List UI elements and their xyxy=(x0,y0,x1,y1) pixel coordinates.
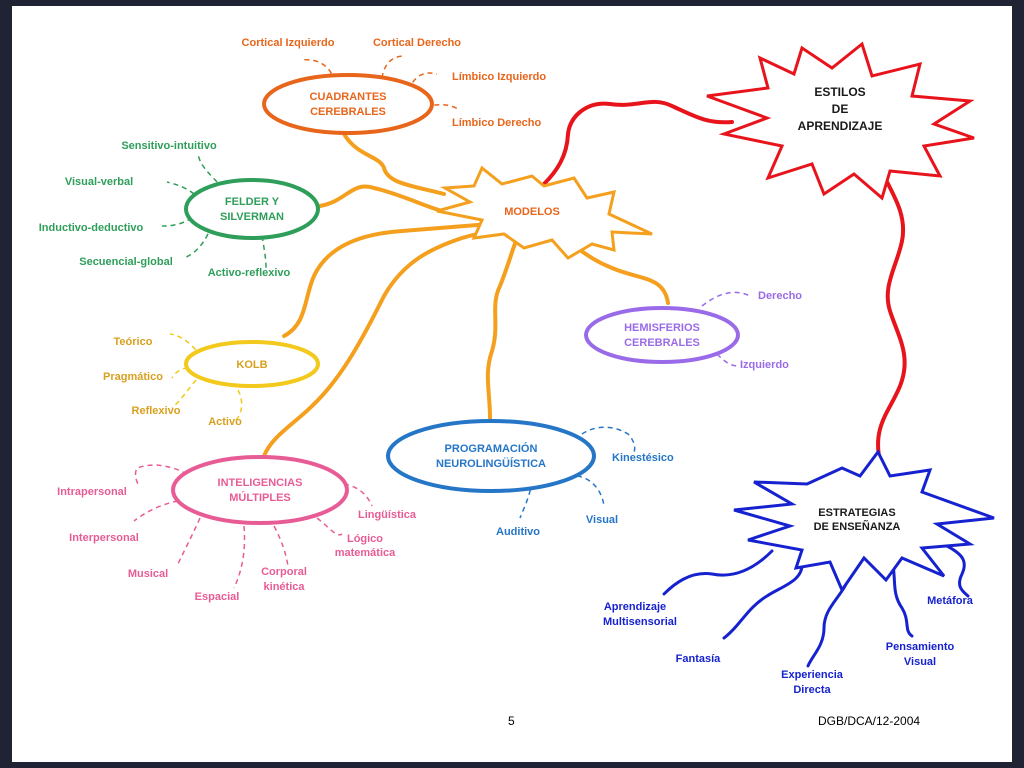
leaf-metafora: Metáfora xyxy=(927,595,974,607)
estilos-title-3: APRENDIZAJE xyxy=(798,119,883,133)
leaf-linguistica: Lingüística xyxy=(358,509,417,521)
felder-leaves: Sensitivo-intuitivo Visual-verbal Induct… xyxy=(39,140,291,279)
leaf-espacial: Espacial xyxy=(195,591,240,603)
leaf-inductivo-deductivo: Inductivo-deductivo xyxy=(39,222,144,234)
connector-modelos-kolb xyxy=(282,222,492,338)
connector-modelos-felder xyxy=(318,184,444,213)
leaf-limbico-derecho: Límbico Derecho xyxy=(452,117,542,129)
hemisferios-leaves: Derecho Izquierdo xyxy=(740,290,802,371)
felder-title-2: SILVERMAN xyxy=(220,211,284,223)
connector-modelos-inteligencias xyxy=(262,228,504,458)
kolb-node xyxy=(184,340,320,388)
estrategias-leaves: Aprendizaje Multisensorial Fantasía Expe… xyxy=(603,595,974,696)
leaf-logico: Lógico xyxy=(347,533,383,545)
felder-node xyxy=(184,178,320,240)
leaf-visual-verbal: Visual-verbal xyxy=(65,176,133,188)
leaf-limbico-izquierdo: Límbico Izquierdo xyxy=(452,71,546,83)
leaf-activo-reflexivo: Activo-reflexivo xyxy=(208,267,291,279)
estrategias-starburst xyxy=(733,449,995,594)
leaf-cortical-derecho: Cortical Derecho xyxy=(373,37,461,49)
leaf-pensamiento: Pensamiento xyxy=(886,641,955,653)
leaf-secuencial-global: Secuencial-global xyxy=(79,256,173,268)
estilos-starburst xyxy=(706,41,975,201)
felder-title-1: FELDER Y xyxy=(225,196,280,208)
model-connectors xyxy=(262,132,670,458)
hemisferios-dashes xyxy=(701,291,751,367)
mind-map: MODELOS ESTILOS DE APRENDIZAJE ESTRATEGI… xyxy=(39,37,995,696)
estilos-title-2: DE xyxy=(832,102,849,116)
modelos-starburst xyxy=(436,165,653,260)
hemisferios-title-1: HEMISFERIOS xyxy=(624,322,700,334)
leaf-activo: Activo xyxy=(208,416,242,428)
leaf-multisensorial: Multisensorial xyxy=(603,616,677,628)
leaf-derecho: Derecho xyxy=(758,290,802,302)
pnl-node xyxy=(386,419,596,493)
leaf-visual-pensamiento: Visual xyxy=(904,656,936,668)
hemisferios-node xyxy=(584,306,740,364)
inteligencias-node xyxy=(171,455,349,525)
leaf-kinetica: kinética xyxy=(264,581,306,593)
kolb-leaves: Teórico Pragmático Reflexivo Activo xyxy=(103,336,242,428)
page-number: 5 xyxy=(508,714,515,728)
cuadrantes-title-1: CUADRANTES xyxy=(310,91,387,103)
leaf-aprendizaje: Aprendizaje xyxy=(604,601,666,613)
cuadrantes-leaves: Cortical Izquierdo Cortical Derecho Límb… xyxy=(242,37,547,129)
connector-modelos-cuadrantes xyxy=(342,132,446,196)
connector-modelos-estilos xyxy=(542,99,734,186)
leaf-experiencia: Experiencia xyxy=(781,669,844,681)
hemisferios-title-2: CEREBRALES xyxy=(624,337,700,349)
connector-estilos-estrategias xyxy=(876,176,907,463)
pnl-title-1: PROGRAMACIÓN xyxy=(445,442,538,455)
estilos-title-1: ESTILOS xyxy=(814,85,865,99)
cuadrantes-title-2: CEREBRALES xyxy=(310,106,386,118)
inteligencias-title-2: MÚLTIPLES xyxy=(229,491,291,504)
document-code: DGB/DCA/12-2004 xyxy=(818,714,921,728)
pnl-leaves: Kinestésico Visual Auditivo xyxy=(496,452,674,538)
connector-metafora xyxy=(945,544,970,598)
leaf-visual-pnl: Visual xyxy=(586,514,618,526)
connector-modelos-pnl xyxy=(485,236,519,420)
leaf-cortical-izquierdo: Cortical Izquierdo xyxy=(242,37,335,49)
leaf-musical: Musical xyxy=(128,568,168,580)
connector-aprendizaje xyxy=(662,549,774,596)
leaf-kinestesico: Kinestésico xyxy=(612,452,674,464)
leaf-pragmatico: Pragmático xyxy=(103,371,163,383)
leaf-teorico: Teórico xyxy=(114,336,153,348)
leaf-sensitivo-intuitivo: Sensitivo-intuitivo xyxy=(121,140,217,152)
modelos-label: MODELOS xyxy=(504,206,560,218)
leaf-corporal: Corporal xyxy=(261,566,307,578)
leaf-izquierdo: Izquierdo xyxy=(740,359,789,371)
kolb-title: KOLB xyxy=(236,359,267,371)
leaf-interpersonal: Interpersonal xyxy=(69,532,139,544)
leaf-directa: Directa xyxy=(793,684,831,696)
slide: MODELOS ESTILOS DE APRENDIZAJE ESTRATEGI… xyxy=(12,6,1012,762)
leaf-auditivo: Auditivo xyxy=(496,526,540,538)
pnl-title-2: NEUROLINGÜÍSTICA xyxy=(436,457,546,470)
inteligencias-title-1: INTELIGENCIAS xyxy=(218,477,303,489)
leaf-intrapersonal: Intrapersonal xyxy=(57,486,127,498)
leaf-fantasia: Fantasía xyxy=(676,653,722,665)
inteligencias-leaves: Intrapersonal Interpersonal Musical Espa… xyxy=(57,486,417,603)
estrategias-title-1: ESTRATEGIAS xyxy=(818,507,895,519)
connector-fantasia xyxy=(722,560,804,640)
cuadrantes-node xyxy=(262,73,434,135)
leaf-reflexivo: Reflexivo xyxy=(132,405,181,417)
leaf-matematica: matemática xyxy=(335,547,396,559)
estrategias-title-2: DE ENSEÑANZA xyxy=(814,520,901,533)
